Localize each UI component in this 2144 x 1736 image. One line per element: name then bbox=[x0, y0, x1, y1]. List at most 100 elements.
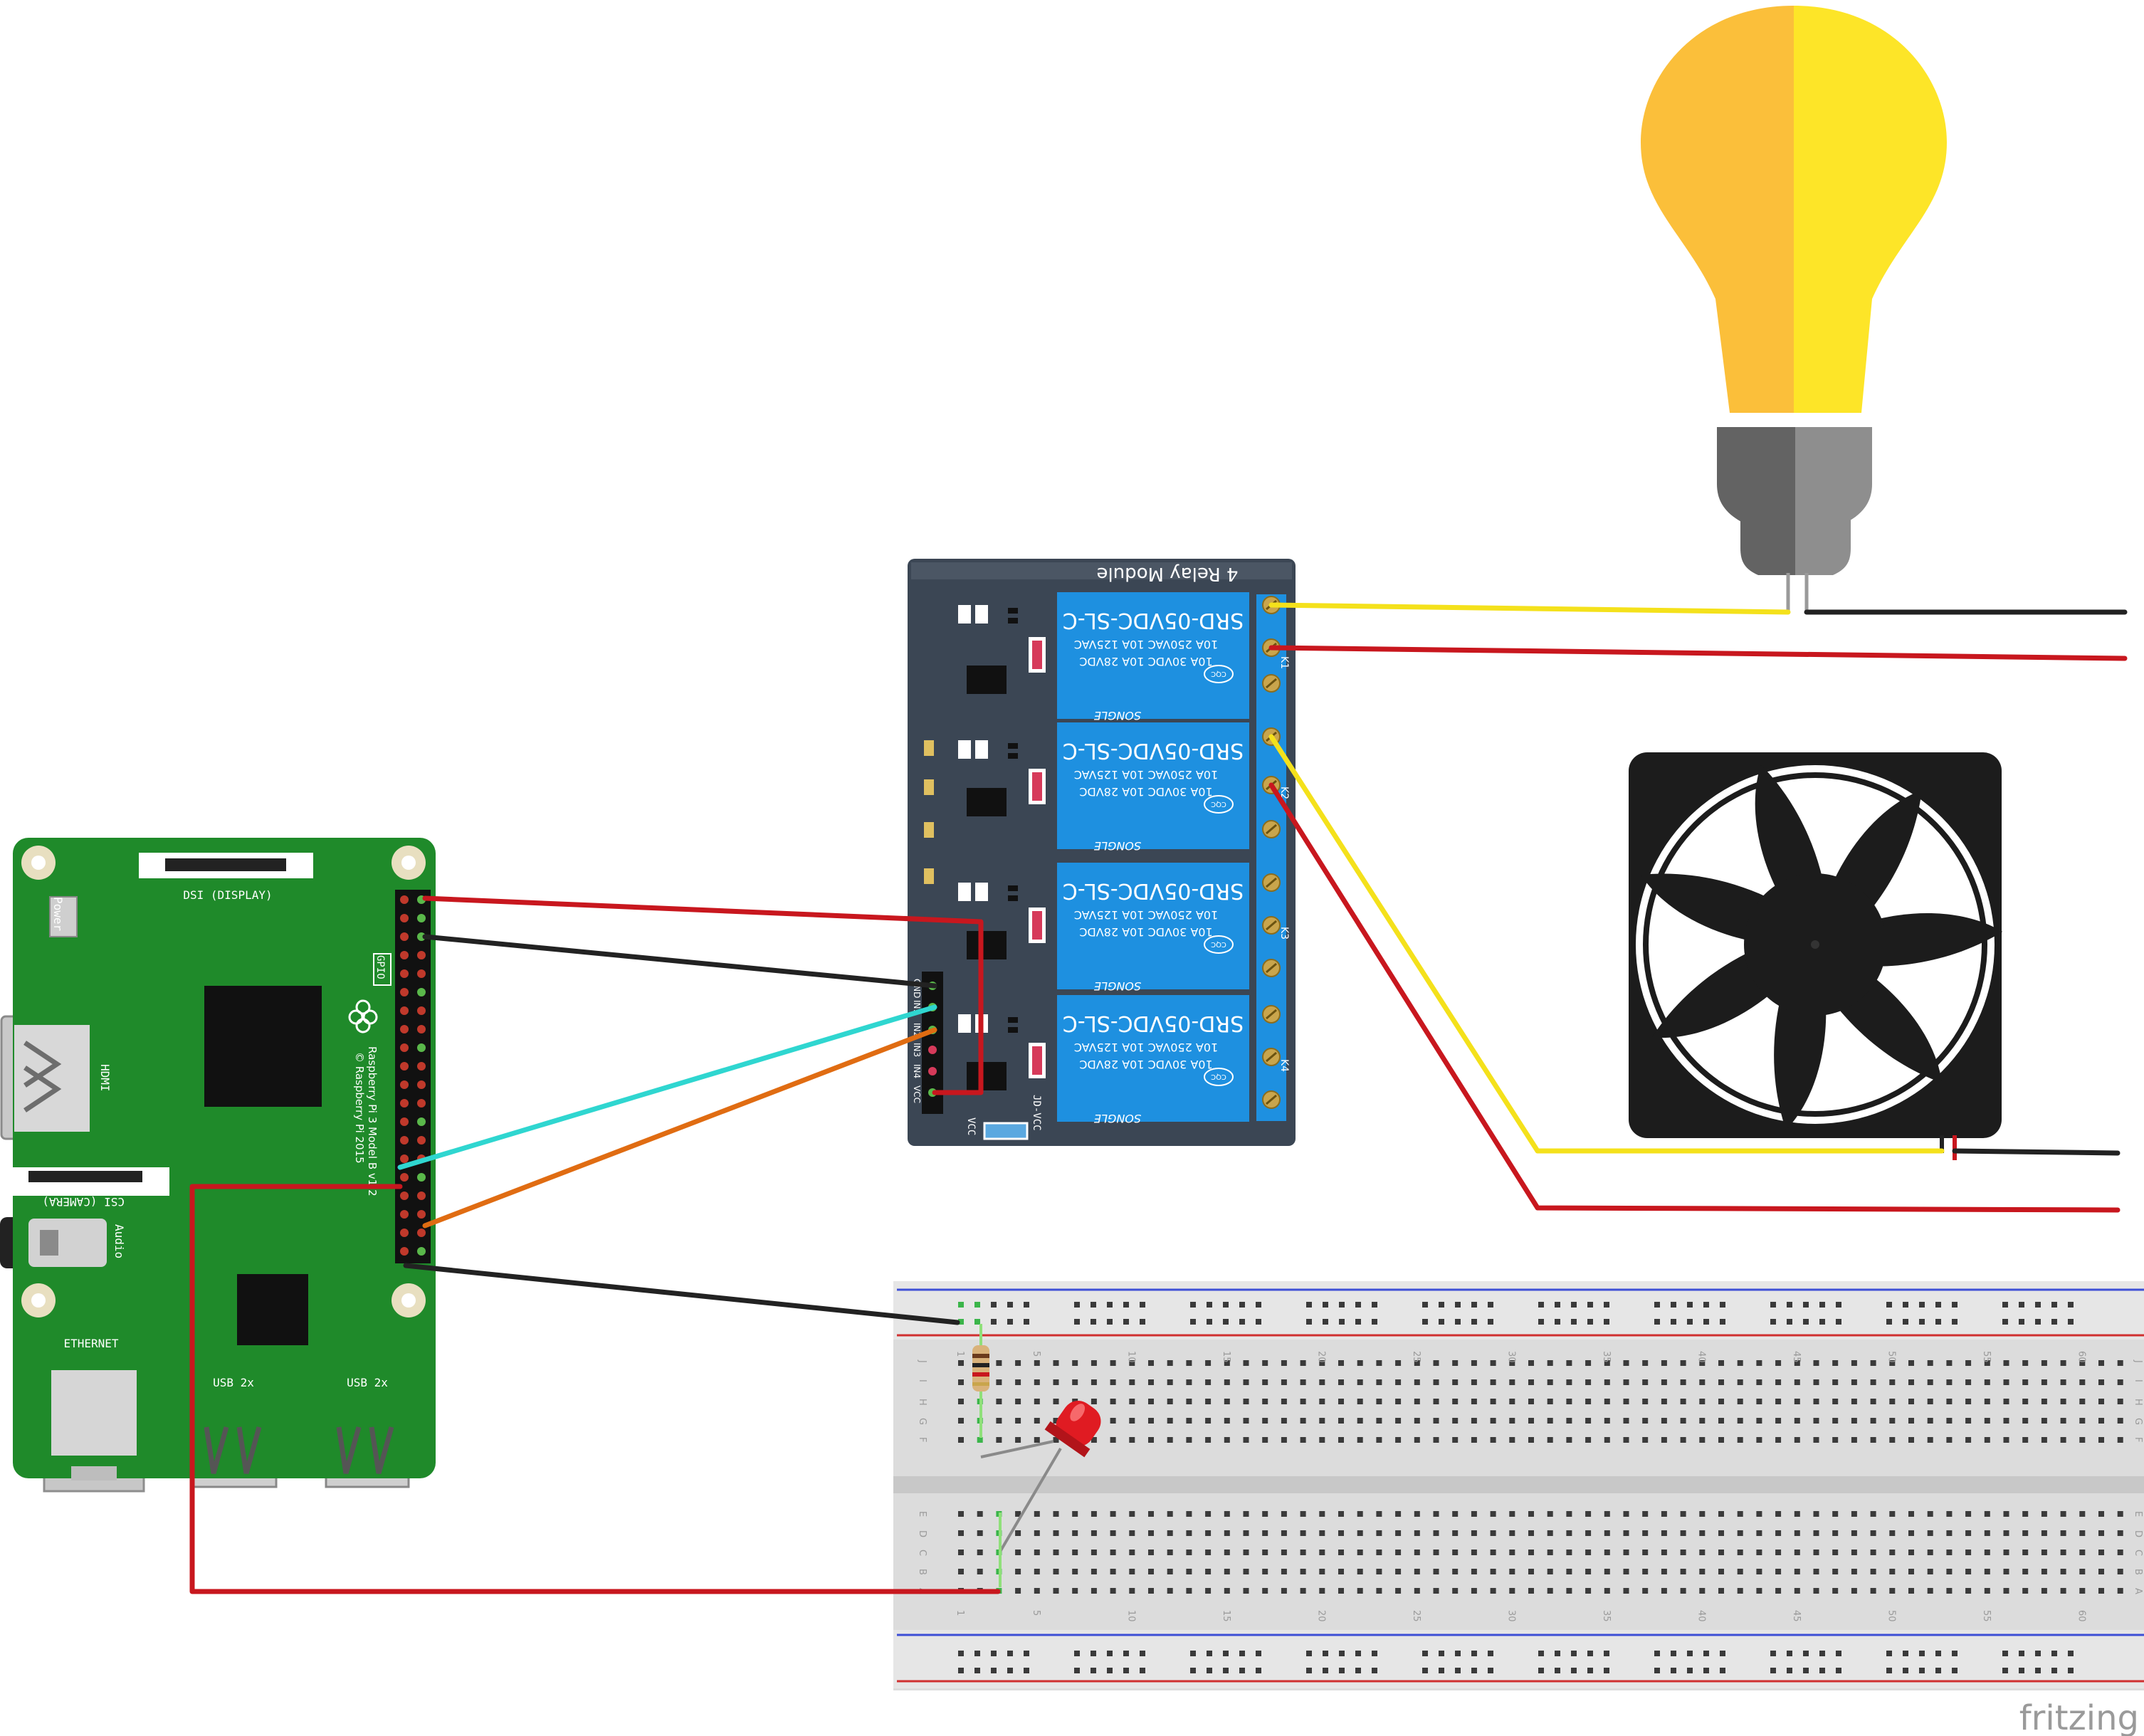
rail-hole bbox=[1256, 1651, 1261, 1656]
breadboard-hole bbox=[1566, 1437, 1572, 1443]
cqc-text: CQC bbox=[1211, 940, 1226, 948]
rail-hole bbox=[2068, 1302, 2074, 1308]
breadboard-hole bbox=[1756, 1530, 1762, 1536]
breadboard-hole bbox=[2117, 1511, 2123, 1517]
rail-hole bbox=[1935, 1668, 1941, 1673]
breadboard-hole bbox=[1186, 1399, 1192, 1404]
breadboard-hole bbox=[1091, 1511, 1097, 1517]
breadboard-hole bbox=[1319, 1550, 1325, 1555]
breadboard-hole bbox=[1927, 1379, 1933, 1385]
breadboard-hole bbox=[1946, 1511, 1953, 1517]
breadboard-hole bbox=[2060, 1588, 2066, 1594]
wire-fan-to-mains-black bbox=[1952, 1148, 2121, 1156]
row-letter: G bbox=[917, 1418, 928, 1425]
breadboard-hole bbox=[1851, 1418, 1857, 1424]
breadboard-hole bbox=[1262, 1588, 1268, 1594]
rail-hole bbox=[2035, 1319, 2041, 1325]
rail-hole bbox=[1207, 1651, 1212, 1656]
rail-hole bbox=[1571, 1668, 1577, 1673]
breadboard-hole bbox=[1338, 1511, 1344, 1517]
breadboard-hole bbox=[1148, 1437, 1154, 1443]
control-pin-label: IN3 bbox=[912, 1043, 922, 1057]
breadboard-hole bbox=[1661, 1437, 1667, 1443]
breadboard-hole bbox=[1338, 1437, 1344, 1443]
breadboard-hole bbox=[1680, 1379, 1686, 1385]
rail-hole bbox=[1091, 1302, 1096, 1308]
breadboard-hole bbox=[1851, 1399, 1857, 1404]
breadboard-hole bbox=[1338, 1530, 1344, 1536]
breadboard-hole bbox=[1680, 1360, 1686, 1366]
breadboard-hole bbox=[1072, 1530, 1078, 1536]
breadboard-hole bbox=[2003, 1530, 2009, 1536]
rail-hole bbox=[1455, 1668, 1461, 1673]
row-letter: B bbox=[917, 1569, 928, 1575]
breadboard-hole bbox=[1357, 1588, 1363, 1594]
breadboard-hole bbox=[1718, 1530, 1724, 1536]
rail-hole bbox=[1803, 1651, 1809, 1656]
breadboard-hole bbox=[1281, 1569, 1287, 1574]
wire-pi-gnd-to-relay-gnd bbox=[422, 934, 937, 989]
breadboard-hole bbox=[1946, 1530, 1953, 1536]
breadboard-hole bbox=[1338, 1550, 1344, 1555]
breadboard-hole bbox=[2098, 1360, 2104, 1366]
breadboard-hole bbox=[1737, 1399, 1743, 1404]
breadboard-hole bbox=[1262, 1437, 1268, 1443]
rail-hole bbox=[1140, 1651, 1145, 1656]
breadboard-hole bbox=[1091, 1360, 1097, 1366]
rail-hole bbox=[1903, 1319, 1908, 1325]
rail-hole bbox=[2068, 1319, 2074, 1325]
breadboard-hole bbox=[1091, 1569, 1097, 1574]
breadboard-hole bbox=[1566, 1418, 1572, 1424]
smd-components bbox=[924, 605, 1046, 1090]
rail-hole bbox=[1703, 1302, 1709, 1308]
breadboard-hole bbox=[1129, 1588, 1135, 1594]
breadboard-hole bbox=[1034, 1530, 1040, 1536]
breadboard-hole bbox=[1186, 1530, 1192, 1536]
gpio-pin bbox=[400, 1247, 409, 1256]
breadboard-hole bbox=[1984, 1511, 1990, 1517]
breadboard-hole bbox=[1376, 1569, 1382, 1574]
breadboard-hole bbox=[1927, 1360, 1933, 1366]
breadboard-hole bbox=[1490, 1550, 1496, 1555]
rail-hole bbox=[1074, 1651, 1080, 1656]
gpio-pin bbox=[417, 1117, 426, 1126]
breadboard-hole bbox=[1319, 1569, 1325, 1574]
bulb-neck-right bbox=[1795, 518, 1851, 575]
rail-hole bbox=[1372, 1319, 1377, 1325]
breadboard-hole bbox=[1281, 1437, 1287, 1443]
breadboard-hole bbox=[1870, 1360, 1876, 1366]
rail-hole bbox=[1488, 1302, 1493, 1308]
led-leg-2 bbox=[999, 1447, 1062, 1553]
breadboard-hole bbox=[1756, 1550, 1762, 1555]
rail-hole bbox=[1886, 1651, 1892, 1656]
breadboard-hole bbox=[1281, 1511, 1287, 1517]
breadboard-hole bbox=[1547, 1379, 1553, 1385]
breadboard-hole bbox=[1775, 1588, 1782, 1594]
breadboard-hole bbox=[1889, 1437, 1896, 1443]
breadboard-hole bbox=[1015, 1588, 1021, 1594]
breadboard-hole bbox=[1015, 1569, 1021, 1574]
breadboard-hole bbox=[1376, 1379, 1382, 1385]
rail-hole bbox=[2035, 1302, 2041, 1308]
row-letter: J bbox=[2133, 1359, 2143, 1363]
breadboard-hole bbox=[1889, 1588, 1896, 1594]
breadboard-hole bbox=[1167, 1399, 1173, 1404]
breadboard-hole bbox=[1585, 1399, 1592, 1404]
breadboard-hole bbox=[1034, 1399, 1040, 1404]
breadboard-hole bbox=[1775, 1437, 1782, 1443]
rail-hole bbox=[1439, 1319, 1444, 1325]
breadboard-hole bbox=[2117, 1569, 2123, 1574]
breadboard-hole bbox=[1300, 1399, 1306, 1404]
breadboard-hole bbox=[1452, 1399, 1459, 1404]
breadboard-hole bbox=[1110, 1379, 1116, 1385]
rail-hole bbox=[1886, 1319, 1892, 1325]
breadboard-hole bbox=[1319, 1530, 1325, 1536]
breadboard-hole bbox=[1547, 1399, 1553, 1404]
breadboard-hole bbox=[1832, 1569, 1839, 1574]
rail-hole bbox=[1488, 1319, 1493, 1325]
rail-hole bbox=[2019, 1319, 2024, 1325]
breadboard-hole bbox=[1186, 1379, 1192, 1385]
breadboard-hole bbox=[1490, 1530, 1496, 1536]
breadboard-hole bbox=[1186, 1569, 1192, 1574]
